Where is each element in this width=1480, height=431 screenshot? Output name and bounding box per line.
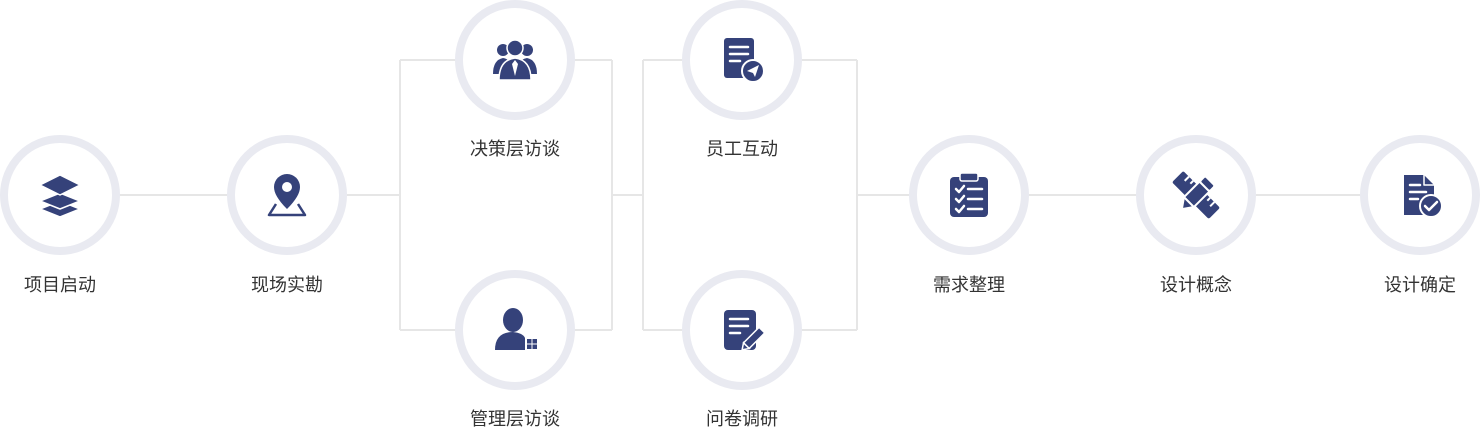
step-ring (909, 135, 1029, 255)
step-decision-maker-interview: 决策层访谈 (455, 0, 575, 160)
step-ring (682, 270, 802, 390)
step-requirements-organization: 需求整理 (909, 135, 1029, 296)
step-label: 设计概念 (1160, 275, 1232, 296)
step-label: 项目启动 (24, 275, 96, 296)
step-label: 管理层访谈 (470, 409, 560, 430)
layers-icon (39, 174, 81, 218)
step-label: 员工互动 (706, 139, 778, 160)
step-ring (1360, 135, 1480, 255)
step-label: 问卷调研 (706, 409, 778, 430)
step-label: 现场实勘 (251, 275, 323, 296)
step-label: 决策层访谈 (470, 139, 560, 160)
ruler-pencil-icon (1172, 171, 1220, 219)
document-check-icon (1404, 175, 1443, 218)
step-employee-interaction: 员工互动 (682, 0, 802, 160)
step-label: 需求整理 (933, 275, 1005, 296)
step-project-kickoff: 项目启动 (0, 135, 120, 296)
step-questionnaire-survey: 问卷调研 (682, 270, 802, 430)
step-site-survey: 现场实勘 (227, 135, 347, 296)
location-pin-icon (267, 174, 307, 217)
step-ring (227, 135, 347, 255)
step-design-concept: 设计概念 (1136, 135, 1256, 296)
questionnaire-icon (724, 310, 766, 351)
document-send-icon (724, 38, 765, 83)
step-ring (1136, 135, 1256, 255)
clipboard-checklist-icon (950, 172, 988, 217)
team-icon (493, 39, 537, 81)
step-management-interview: 管理层访谈 (455, 270, 575, 430)
step-ring (455, 270, 575, 390)
manager-icon (495, 308, 537, 350)
step-ring (682, 0, 802, 120)
step-ring (0, 135, 120, 255)
step-design-confirmation: 设计确定 (1360, 135, 1480, 296)
step-ring (455, 0, 575, 120)
step-label: 设计确定 (1384, 275, 1456, 296)
